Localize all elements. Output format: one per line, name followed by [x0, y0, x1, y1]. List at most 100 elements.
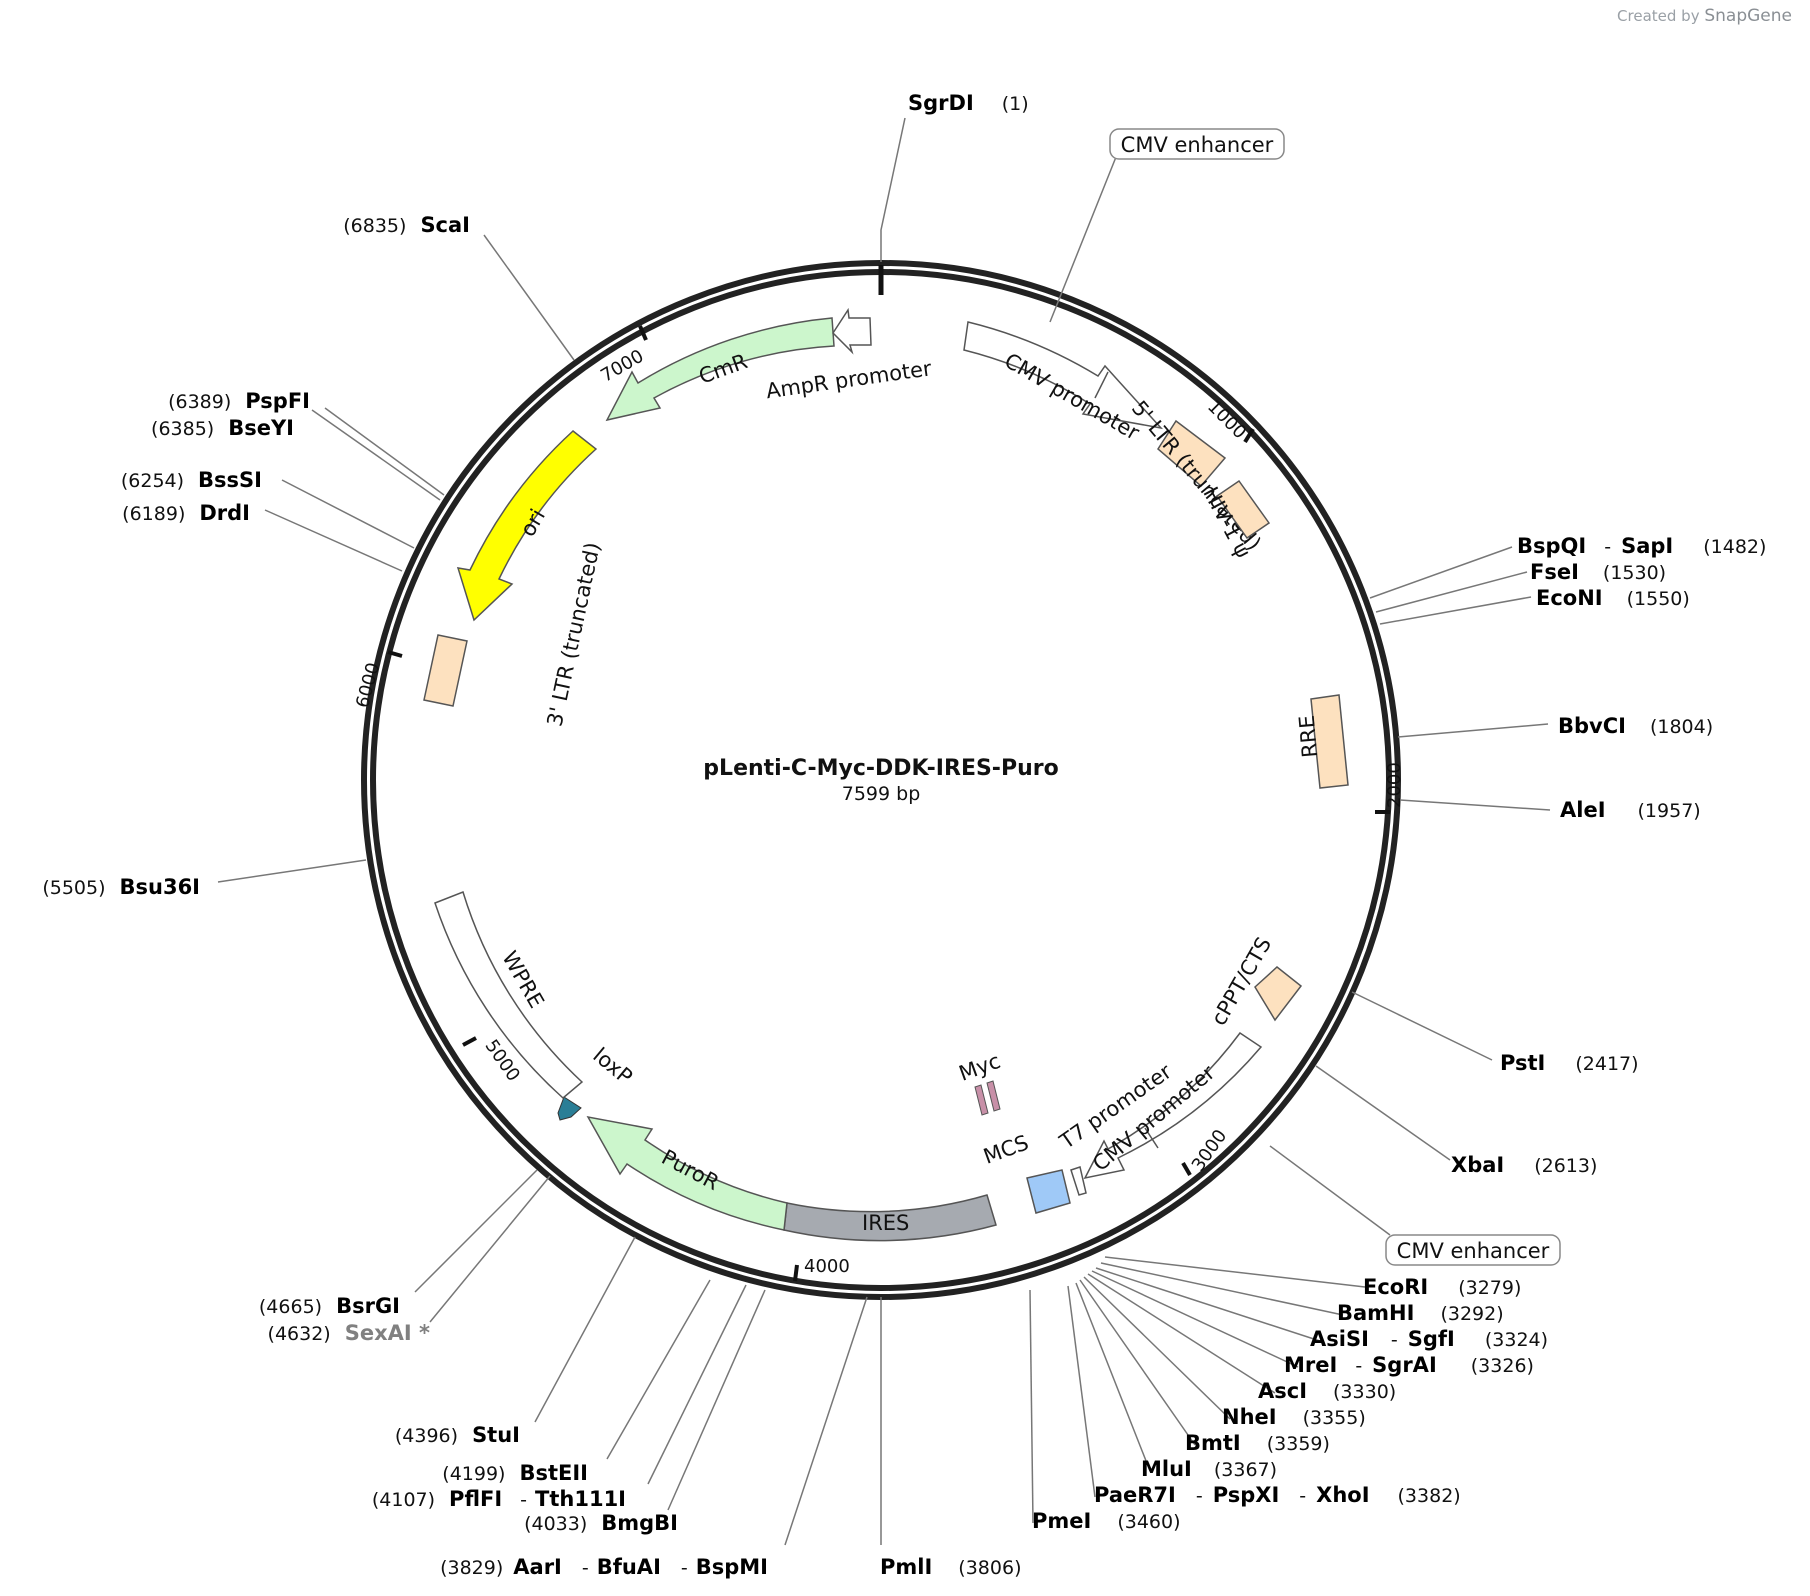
tick-5000: [462, 1036, 477, 1047]
feature-ampr-promoter: [832, 307, 872, 355]
leader-pspfi: [324, 407, 445, 496]
site-bseyi: (6385)BseYI: [151, 416, 294, 440]
site-sexai: (4632)SexAI *: [268, 1321, 430, 1345]
site-labels: SgrDI(1) BspQI-SapI(1482) FseI(1530) Eco…: [42, 91, 1766, 1579]
tick-label-2000: 2000: [1384, 762, 1405, 808]
credit-text: Created by SnapGene: [1617, 6, 1792, 26]
leader-bspqi: [1369, 546, 1513, 599]
tick-7000: [638, 325, 648, 341]
leader-nhei: [1083, 1276, 1231, 1420]
site-leaders: [217, 117, 1551, 1546]
site-alei: AleI(1957): [1560, 798, 1701, 822]
tick-3000: [1181, 1161, 1192, 1177]
leader-asci: [1087, 1273, 1276, 1394]
site-stui: (4396)StuI: [395, 1423, 520, 1447]
feature-label-myc: Myc: [956, 1049, 1004, 1086]
site-mlui: MluI(3367): [1141, 1457, 1277, 1481]
tick-6000: [387, 650, 403, 658]
site-econi: EcoNI(1550): [1536, 586, 1690, 610]
site-scai: (6835)ScaI: [343, 213, 470, 237]
leader-econi: [1379, 596, 1532, 625]
site-psti: PstI(2417): [1500, 1051, 1639, 1075]
leader-sexai: [429, 1175, 551, 1323]
feature-rre: [1310, 694, 1349, 789]
site-bbvci: BbvCI(1804): [1558, 714, 1713, 738]
leader-xbai: [1315, 1065, 1451, 1161]
leader-sgrdi: [880, 117, 906, 262]
site-nhei: NheI(3355): [1222, 1405, 1366, 1429]
site-pspfi: (6389)PspFI: [168, 389, 310, 413]
site-paer7i-pspxi-xhoi: PaeR7I-PspXI-XhoI(3382): [1094, 1483, 1461, 1507]
site-ecori: EcoRI(3279): [1363, 1275, 1521, 1299]
leader-bsssi: [281, 479, 415, 549]
boxed-labels: CMV enhancer CMV enhancer: [1049, 128, 1561, 1266]
site-xbai: XbaI(2613): [1451, 1153, 1597, 1177]
cmv-enhancer-box-top: [1109, 128, 1285, 160]
cmv-enhancer-label-top: CMV enhancer: [1121, 133, 1274, 157]
feature-label-loxp: loxP: [588, 1043, 636, 1089]
site-sgrdi: SgrDI(1): [908, 91, 1029, 115]
feature-label-rre: RRE: [1295, 714, 1323, 758]
feature-cmv-divider: [1094, 371, 1109, 399]
site-pflfi-tth111i: (4107)PflFI-Tth111I: [372, 1487, 626, 1511]
feature-ori: [456, 430, 598, 622]
leader-paer7i: [1067, 1285, 1096, 1498]
leader-stui: [534, 1236, 636, 1423]
tick-4000: [793, 1264, 799, 1282]
leader-mlui: [1075, 1282, 1151, 1472]
leader-bbvci: [1397, 723, 1549, 738]
leader-bmgbi: [667, 1289, 766, 1511]
site-pmei: PmeI(3460): [1032, 1509, 1181, 1533]
tick-1000: [1243, 427, 1255, 444]
feature-cmv-promoter-2: [1083, 1031, 1263, 1180]
leader-bsteii: [606, 1279, 711, 1460]
site-bsssi: (6254)BssSI: [121, 468, 262, 492]
leader-alei: [1399, 799, 1551, 811]
leader-ecori: [1104, 1256, 1366, 1288]
site-bspqi-sapi: BspQI-SapI(1482): [1517, 534, 1766, 558]
site-bsteii: (4199)BstEII: [442, 1461, 588, 1485]
tick-label-4000: 4000: [804, 1256, 850, 1277]
feature-hiv1-psi: [1215, 479, 1271, 540]
feature-label-3ltr: 3' LTR (truncated): [542, 540, 604, 728]
feature-wpre: [434, 891, 584, 1099]
leader-bmti: [1079, 1279, 1196, 1446]
site-bamhi: BamHI(3292): [1337, 1301, 1504, 1325]
feature-puror: [586, 1115, 788, 1231]
leader-fsei: [1375, 571, 1528, 613]
snapgene-logo: SnapGene: [1704, 6, 1792, 26]
plasmid-size: 7599 bp: [842, 783, 921, 805]
leader-asisi: [1095, 1267, 1321, 1342]
site-asisi-sgfi: AsiSI-SgfI(3324): [1310, 1327, 1548, 1351]
leader-pmei: [1029, 1289, 1034, 1524]
cmv-enhancer-leader-bottom: [1269, 1145, 1391, 1236]
site-asci: AscI(3330): [1258, 1379, 1396, 1403]
leader-pflfi: [647, 1284, 747, 1485]
leader-bsrgi: [414, 1169, 538, 1293]
site-pmli: PmlI(3806): [880, 1555, 1021, 1579]
leader-mrei: [1091, 1270, 1299, 1368]
site-fsei: FseI(1530): [1530, 560, 1666, 584]
feature-cmr: [605, 317, 835, 422]
feature-cppt-cts: [1254, 966, 1303, 1022]
feature-t7-promoter: [1070, 1166, 1087, 1196]
plasmid-name: pLenti-C-Myc-DDK-IRES-Puro: [703, 756, 1058, 781]
feature-cmv-divider-2: [1144, 1127, 1159, 1149]
feature-5ltr: [1157, 419, 1227, 488]
feature-loxp: [557, 1096, 582, 1121]
features: CMV promoter 5' LTR (truncated) HIV-1 ψ …: [423, 307, 1349, 1242]
feature-cmv-enhancer-promoter: [963, 321, 1164, 430]
leader-bsu36i: [217, 859, 367, 883]
site-drdi: (6189)DrdI: [122, 501, 250, 525]
leader-bseyi: [311, 409, 441, 501]
cmv-enhancer-leader-top: [1049, 156, 1117, 323]
site-aari-bfuai-bspmi: (3829)AarI-BfuAI-BspMI: [440, 1555, 768, 1579]
site-bmgbi: (4033)BmgBI: [524, 1511, 678, 1535]
leader-psti: [1351, 991, 1493, 1061]
site-bsu36i: (5505)Bsu36I: [42, 875, 200, 899]
feature-myc-a: [974, 1084, 989, 1116]
leader-drdi: [264, 509, 403, 572]
feature-myc-b: [986, 1080, 1001, 1112]
feature-label-ires: IRES: [862, 1211, 909, 1235]
